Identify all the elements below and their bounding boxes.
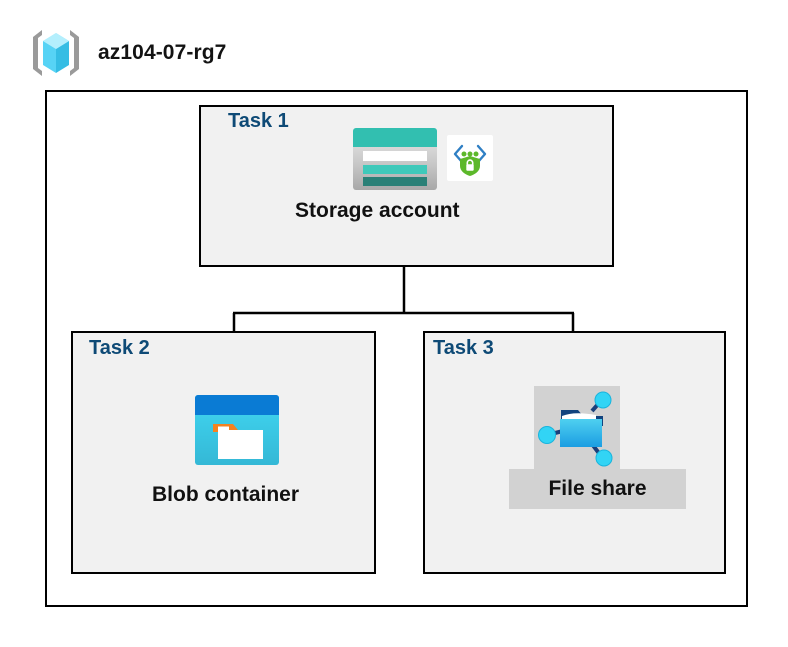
task-3-label: Task 3 (433, 337, 494, 359)
blob-container-label: Blob container (152, 483, 300, 506)
blob-container-icon (193, 393, 281, 467)
file-share-label: File share (509, 469, 686, 509)
task-2-label: Task 2 (89, 337, 150, 359)
storage-account-label: Storage account (295, 199, 460, 222)
storage-account-icon (351, 126, 439, 192)
resource-group-header: az104-07-rg7 (28, 22, 348, 84)
resource-group-title: az104-07-rg7 (98, 41, 227, 64)
task-1-label: Task 1 (228, 110, 289, 132)
file-share-icon (534, 386, 620, 472)
resource-group-icon (33, 30, 79, 76)
secure-endpoint-shield-icon (447, 135, 493, 181)
